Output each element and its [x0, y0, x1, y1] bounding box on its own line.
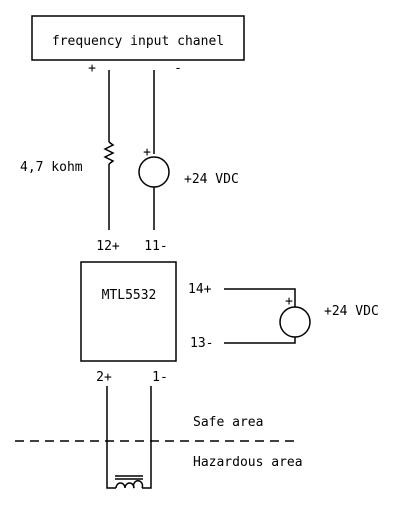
input-minus-sign: -	[174, 61, 182, 76]
barrier-label: MTL5532	[102, 288, 157, 303]
negative-wire	[138, 70, 170, 230]
frequency-input-label: frequency input chanel	[52, 34, 224, 49]
sensor-wires	[106, 386, 152, 489]
positive-wire	[103, 70, 115, 230]
pin-11-label: 11-	[144, 239, 167, 254]
top-source-label: +24 VDC	[184, 172, 239, 187]
pin-2-label: 2+	[96, 370, 112, 385]
resistor-icon	[103, 141, 115, 165]
frequency-input-box: frequency input chanel	[31, 15, 245, 61]
input-plus-sign: +	[88, 61, 96, 76]
inductive-sensor-icon	[115, 475, 144, 489]
supply-loop-wire	[224, 288, 311, 344]
pin-13-label: 13-	[190, 336, 213, 351]
mtl5532-barrier-box: MTL5532	[80, 261, 177, 362]
voltage-source-icon	[138, 156, 170, 188]
right-source-plus-sign: +	[285, 294, 293, 309]
top-source-plus-sign: +	[143, 145, 151, 160]
pin-12-label: 12+	[96, 239, 120, 254]
resistor-label: 4,7 kohm	[20, 160, 83, 175]
pin-1-label: 1-	[152, 370, 168, 385]
voltage-source-icon	[279, 306, 311, 338]
pin-14-label: 14+	[188, 282, 212, 297]
safe-area-label: Safe area	[193, 415, 263, 430]
hazardous-area-label: Hazardous area	[193, 455, 303, 470]
right-source-label: +24 VDC	[324, 304, 379, 319]
